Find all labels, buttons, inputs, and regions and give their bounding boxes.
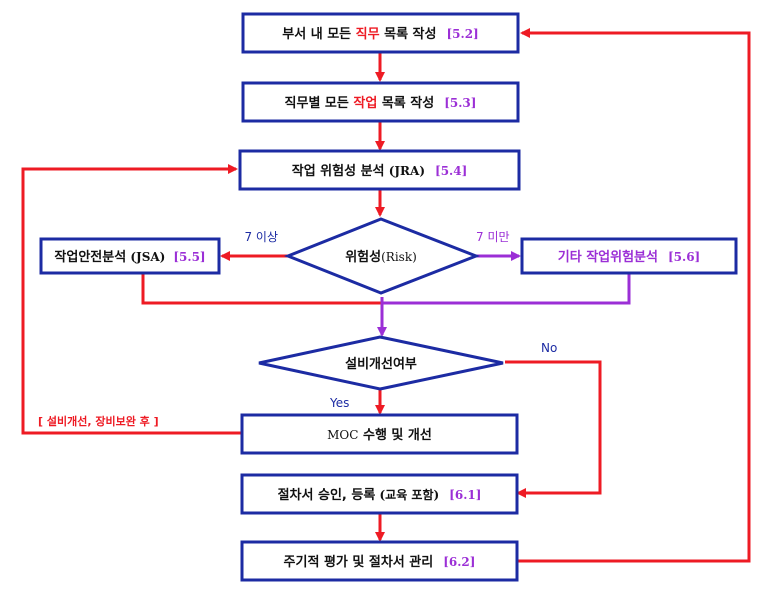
- diamond-facility: [258, 335, 504, 391]
- text-facility: 설비개선여부: [345, 356, 417, 372]
- text-jra: 작업 위험성 분석 (JRA)[5.4]: [292, 163, 468, 179]
- box-jsa: [39, 237, 221, 275]
- box-list-tasks: [241, 81, 520, 123]
- label-after-fix: [ 설비개선, 장비보완 후 ]: [38, 414, 159, 428]
- text-jsa: 작업안전분석 (JSA)[5.5]: [54, 249, 205, 265]
- text-other-analysis: 기타 작업위험분석[5.6]: [558, 249, 700, 265]
- line-jsa-to-merge: [141, 273, 381, 305]
- text-moc: MOC 수행 및 개선: [327, 427, 432, 443]
- box-moc: [240, 413, 519, 455]
- text-approve: 절차서 승인, 등록 (교육 포함)[6.1]: [278, 487, 482, 503]
- arrow-periodic-back-to-duties: [518, 28, 751, 563]
- arrow-moc-back-to-jra: [21, 164, 242, 435]
- box-periodic: [240, 540, 519, 582]
- box-other-analysis: [520, 237, 738, 275]
- text-list-duties: 부서 내 모든 직무 목록 작성[5.2]: [282, 26, 478, 42]
- text-list-tasks: 직무별 모든 작업 목록 작성[5.3]: [285, 95, 477, 111]
- line-other-to-merge: [383, 273, 631, 305]
- box-approve: [240, 473, 519, 515]
- text-risk: 위험성(Risk): [345, 249, 417, 265]
- label-yes: Yes: [329, 396, 349, 410]
- arrow-facility-no-to-approve: [505, 360, 602, 498]
- box-list-duties: [241, 12, 520, 54]
- label-ge7: 7 이상: [244, 230, 278, 244]
- box-jra: [238, 149, 521, 191]
- label-no: No: [541, 341, 557, 355]
- label-lt7: 7 미만: [476, 230, 510, 244]
- text-periodic: 주기적 평가 및 절차서 관리[6.2]: [284, 554, 476, 570]
- diamond-risk: [283, 217, 481, 295]
